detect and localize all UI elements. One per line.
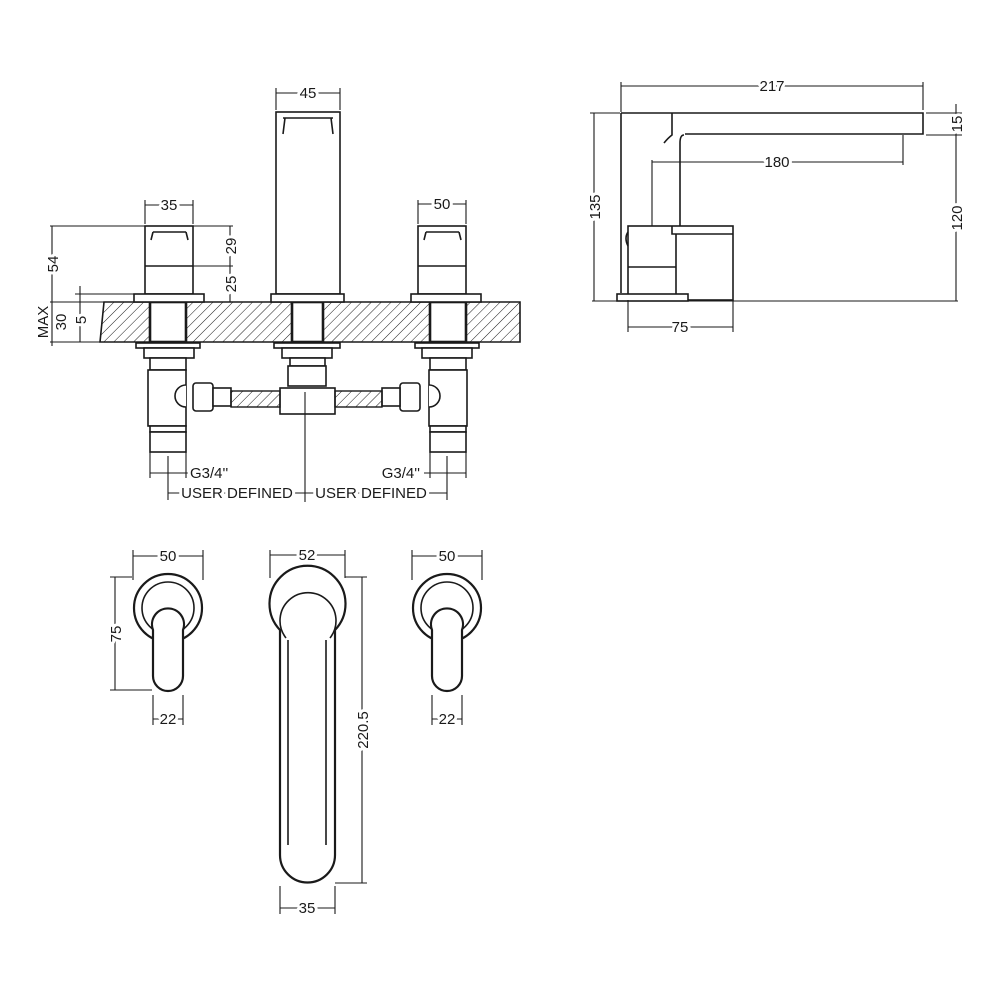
front-view: 45 35 50 54 29 25 5 30 MAX G3/4'' G3/4''… [32,82,521,505]
dim-spout-width-plan: 52 [299,547,316,564]
front-dimensions: 45 35 50 54 29 25 5 30 MAX G3/4'' G3/4''… [32,82,467,505]
right-valve [381,342,480,453]
side-view: 217 180 135 15 120 75 [584,75,969,339]
dim-spout-length: 220.5 [355,711,372,749]
dim-spout-projection: 180 [764,154,789,171]
dim-spout-outlet-height: 120 [949,205,966,230]
dim-right-thread: G3/4'' [382,465,420,482]
left-valve [135,342,232,453]
left-handle-plan [132,572,204,693]
center-connector [273,342,341,415]
right-handle [410,225,482,303]
right-braided-hose [334,390,383,408]
dim-left-handle-width: 35 [161,197,178,214]
center-hole [290,300,325,344]
dim-left-user-defined: USER DEFINED [181,485,293,502]
dim-handle-upper: 29 [223,238,240,255]
dim-overall-height: 135 [587,194,604,219]
left-braided-hose [230,390,281,408]
dim-handle-height: 54 [45,256,62,273]
dim-spout-thickness: 15 [949,116,966,133]
top-view: 50 75 22 52 220.5 35 50 22 [105,544,483,920]
side-dimensions: 217 180 135 15 120 75 [584,75,969,339]
dim-overall-length: 217 [759,78,784,95]
spout-plan [268,564,347,884]
spout [270,111,345,303]
left-handle [133,225,205,303]
left-hole [148,300,188,344]
dim-right-lever-width: 22 [439,711,456,728]
right-handle-plan [411,572,483,693]
dim-spout-width: 45 [300,85,317,102]
dim-left-handle-diameter: 50 [160,548,177,565]
dim-plate-thickness: 5 [73,316,90,324]
top-dimensions: 50 75 22 52 220.5 35 50 22 [105,544,483,920]
dim-left-lever-width: 22 [160,711,177,728]
dim-right-user-defined: USER DEFINED [315,485,427,502]
dim-left-handle-length: 75 [108,626,125,643]
dim-spout-tip-width: 35 [299,900,316,917]
dim-left-thread: G3/4'' [190,465,228,482]
dim-handle-lower: 25 [223,276,240,293]
dim-handle-depth: 75 [672,319,689,336]
dim-worktop-max: MAX [35,306,52,339]
dim-worktop-thickness: 30 [53,314,70,331]
dim-right-handle-diameter: 50 [439,548,456,565]
right-hole [428,300,468,344]
dim-right-handle-width: 50 [434,196,451,213]
